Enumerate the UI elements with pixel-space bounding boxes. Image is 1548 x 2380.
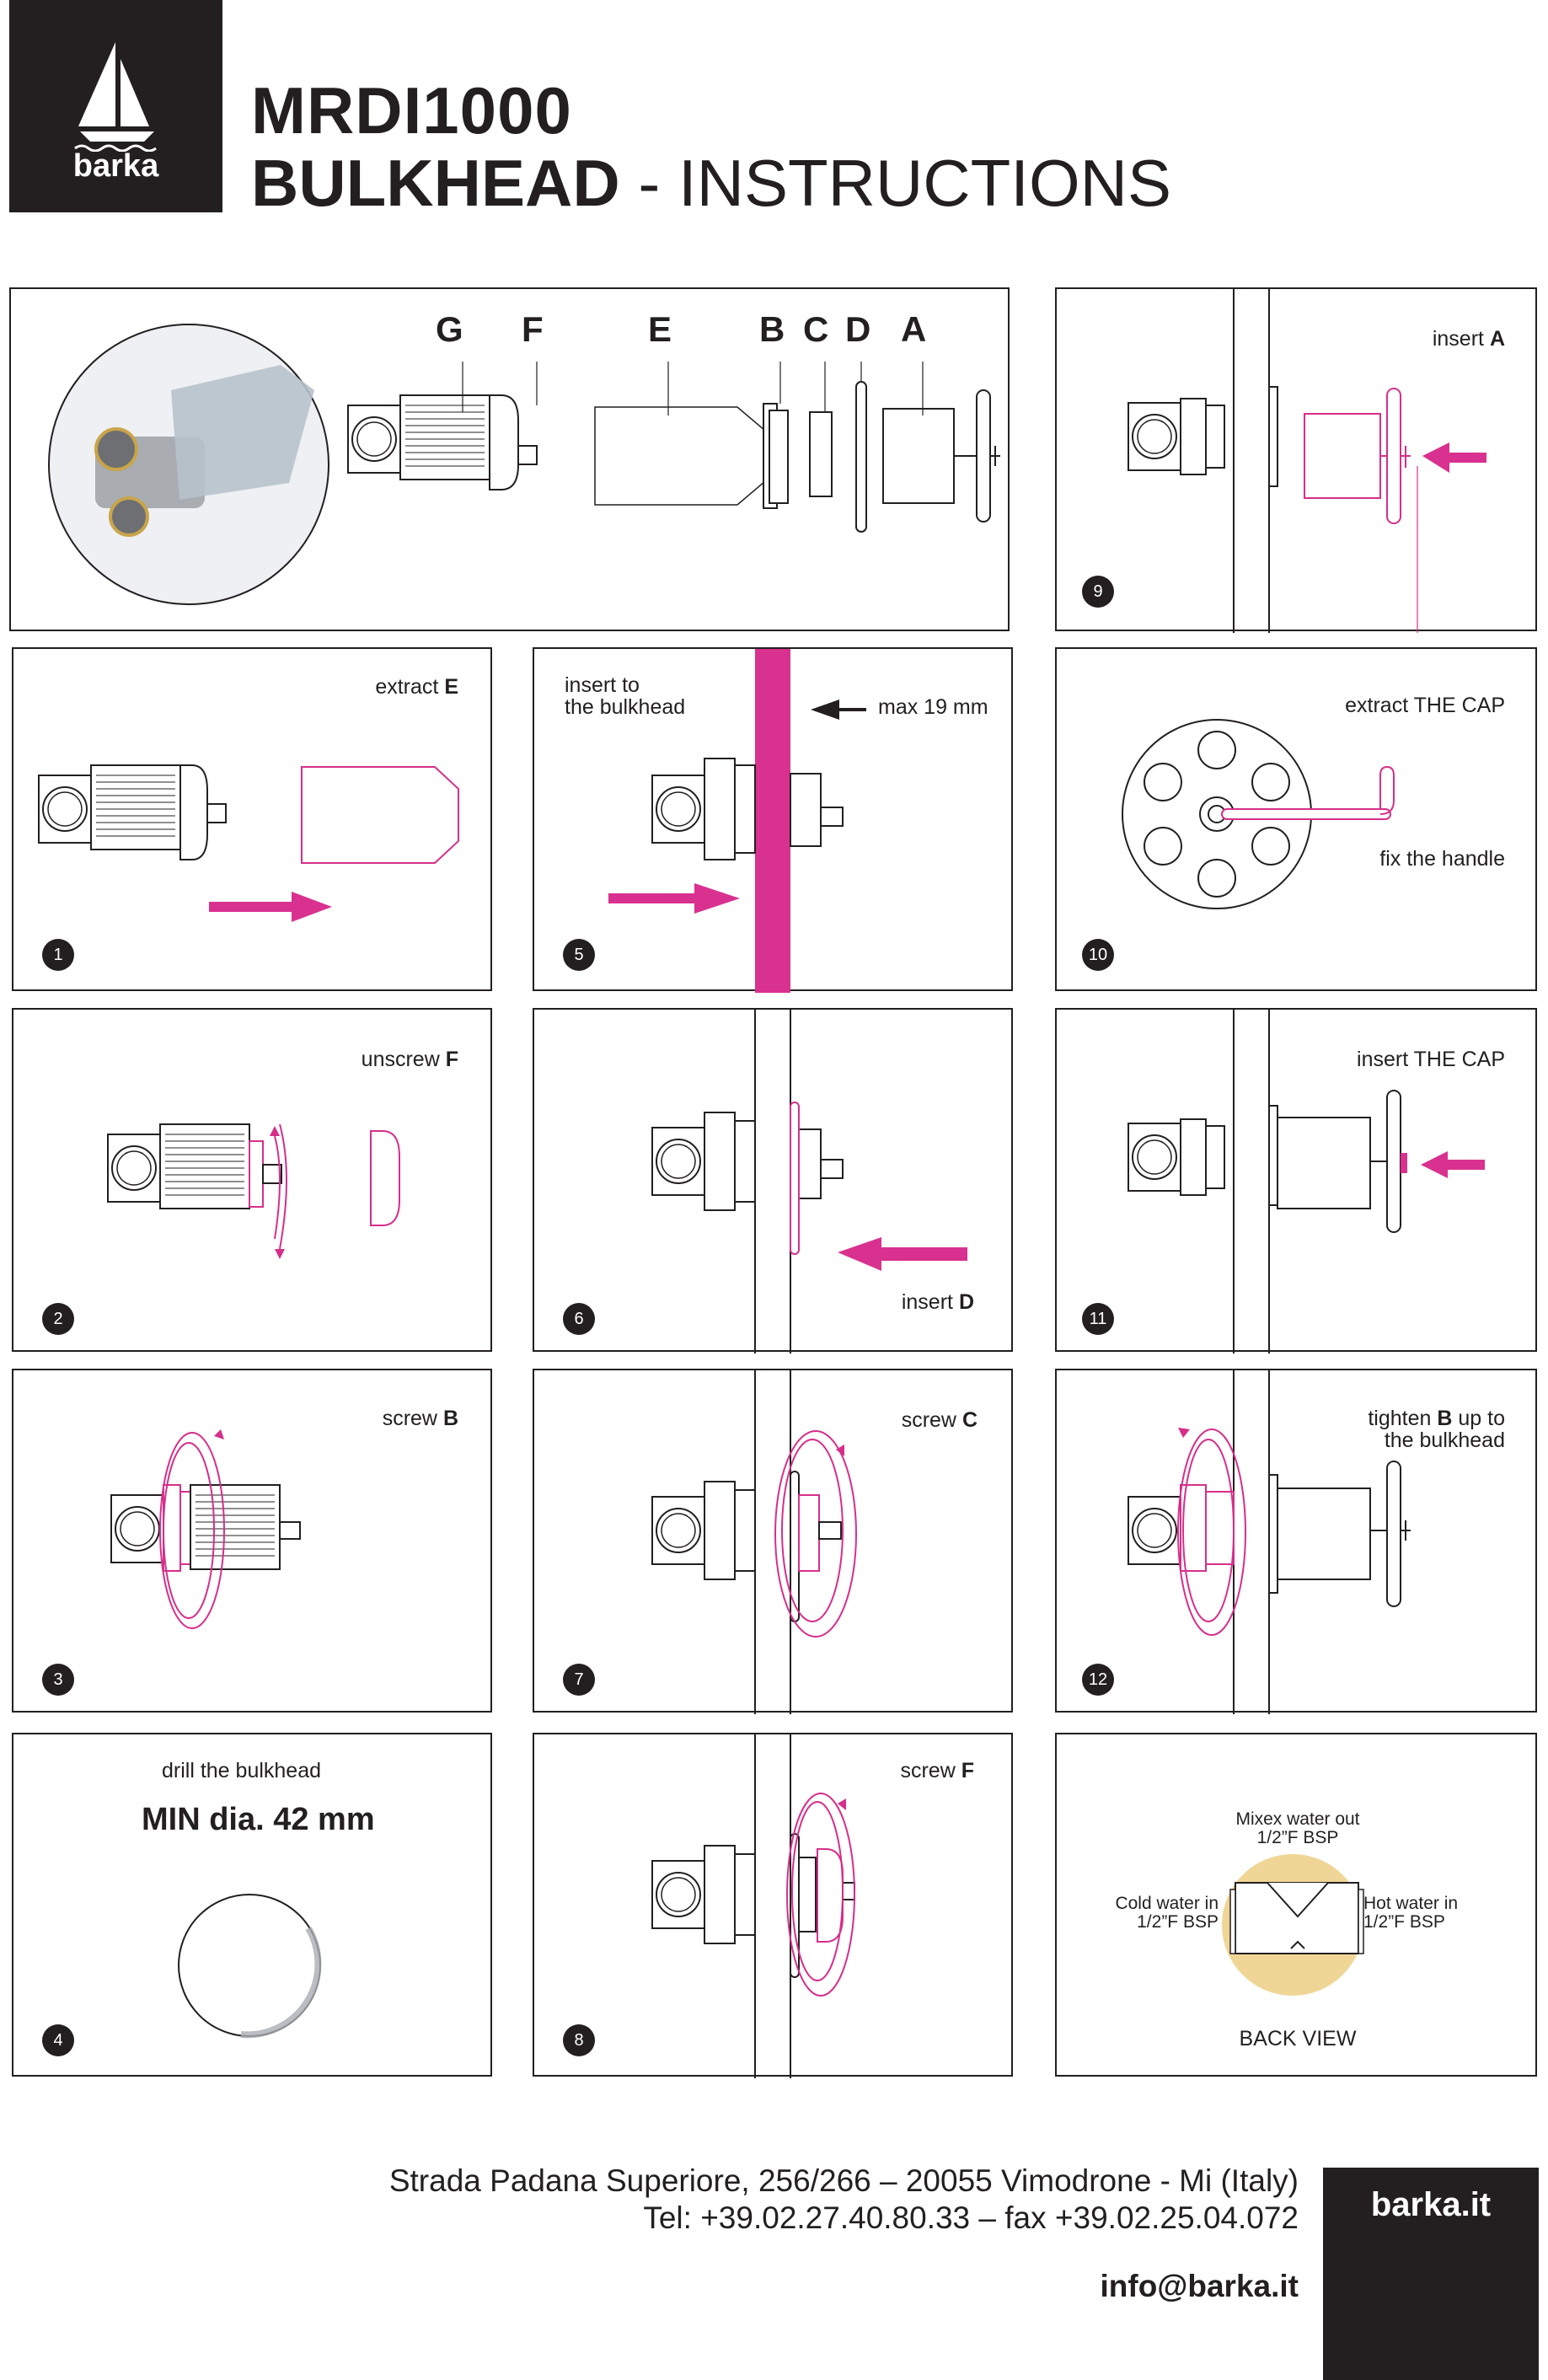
step-2-label: unscrew F [361,1048,458,1071]
product-model: MRDI1000 [251,73,572,147]
page-title: BULKHEAD - INSTRUCTIONS [251,150,1171,216]
part-label-a: A [901,309,927,349]
step-10-extra-label: fix the handle [1379,847,1505,871]
step-6-number: 6 [563,1303,595,1335]
step-7-number: 7 [563,1664,595,1696]
step-7-panel: screw C 7 [533,1369,1013,1714]
step-8-number: 8 [563,2024,595,2056]
step-4-label: drill the bulkhead [162,1759,322,1782]
step-11-label: insert THE CAP [1357,1048,1505,1071]
step-2-panel: unscrew F 2 [12,1008,492,1352]
part-label-b: B [759,309,785,349]
part-label-d: D [845,309,871,349]
step-1-panel: extract E 1 [12,647,492,991]
step-1-number: 1 [42,939,74,971]
step-5-panel: insert to the bulkhead max 19 mm 5 [533,647,1013,993]
footer-email[interactable]: info@barka.it [1100,2269,1299,2303]
footer-phone-line: Tel: +39.02.27.40.80.33 – fax +39.02.25.… [643,2200,1299,2236]
part-label-e: E [648,309,672,349]
brand-logo: barka [9,0,222,212]
step-3-number: 3 [42,1664,74,1696]
step-8-label: screw F [900,1759,974,1782]
part-label-c: C [803,309,829,349]
step-10-label: extract THE CAP [1345,694,1505,717]
step-3-panel: screw B 3 [12,1369,492,1713]
step-12-number: 12 [1082,1664,1114,1696]
step-1-label: extract E [375,675,458,699]
footer-website[interactable]: barka.it [1370,2186,1492,2223]
step-4-panel: drill the bulkhead MIN dia. 42 mm 4 [12,1733,492,2077]
step-5-label: insert to the bulkhead [565,673,686,720]
part-label-g: G [436,309,463,349]
step-11-panel: insert THE CAP 11 [1055,1008,1537,1353]
step-9-panel: insert A 9 [1055,287,1537,633]
footer-address-line: Strada Padana Superiore, 256/266 – 20055… [388,2163,1299,2198]
step-5-max-label: max 19 mm [878,695,988,719]
step-6-label: insert D [901,1290,974,1314]
page-title-rest: - INSTRUCTIONS [619,146,1171,220]
step-11-number: 11 [1082,1303,1114,1335]
step-5-number: 5 [563,939,595,971]
part-label-f: F [522,309,544,349]
step-10-panel: extract THE CAP fix the handle 10 [1055,647,1537,991]
step-6-panel: insert D 6 [533,1008,1013,1353]
step-7-label: screw C [901,1408,978,1432]
step-3-label: screw B [382,1407,458,1430]
step-9-number: 9 [1082,576,1114,608]
step-4-number: 4 [42,2024,74,2056]
logo-wordmark: barka [72,148,159,184]
step-8-panel: screw F 8 [533,1733,1013,2078]
parts-overview-panel: G F E B C D A [9,287,1010,631]
back-view-caption: BACK VIEW [1239,2027,1357,2050]
sailboat-icon [74,42,157,153]
footer-address: Strada Padana Superiore, 256/266 – 20055… [389,2163,1299,2238]
footer-website-box[interactable]: barka.it [1323,2168,1539,2380]
step-9-label: insert A [1432,327,1505,351]
step-2-number: 2 [42,1303,74,1335]
step-4-min-diameter: MIN dia. 42 mm [142,1802,375,1837]
page-title-bold: BULKHEAD [251,146,620,220]
step-10-number: 10 [1082,939,1114,971]
